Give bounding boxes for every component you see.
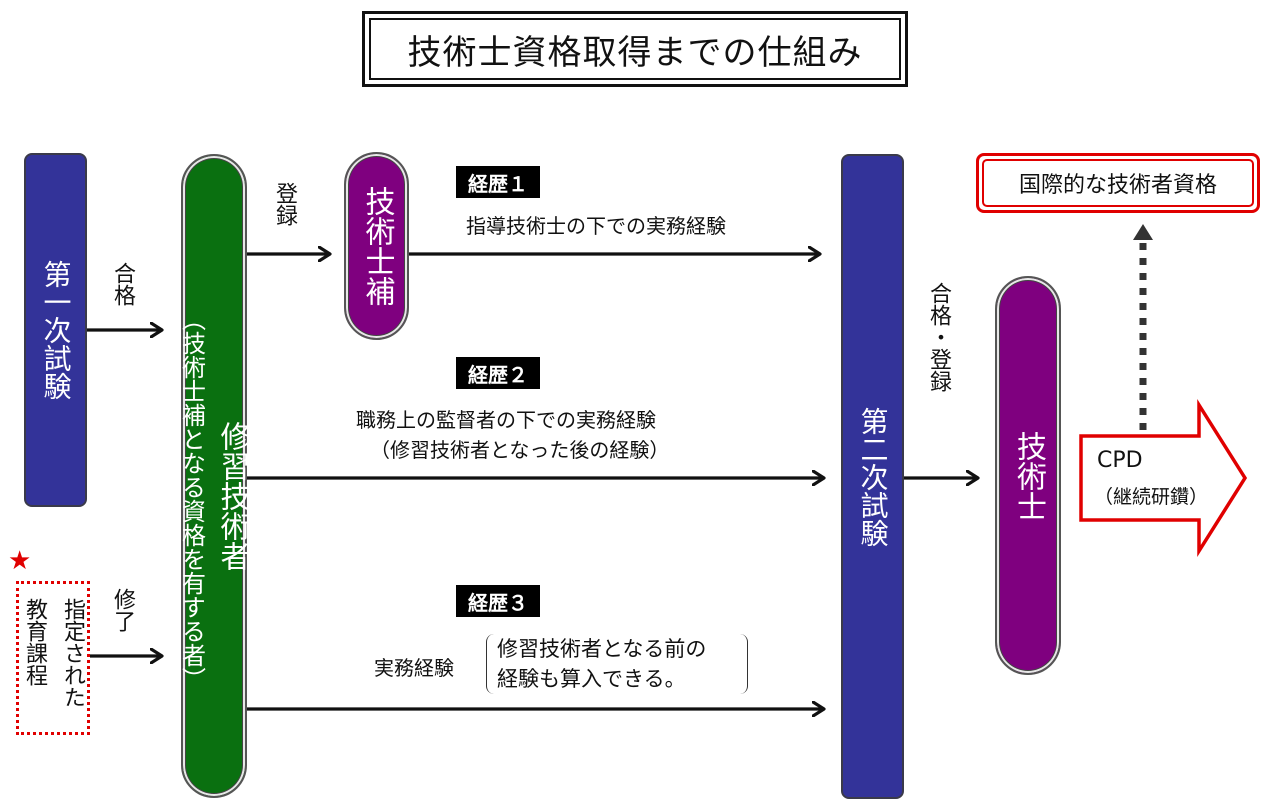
professional-engineer-node: 技術士 [995, 276, 1061, 675]
pass-register-label: 合格・登録 [926, 282, 951, 392]
international-qualification-node: 国際的な技術者資格 [976, 153, 1260, 213]
trainee-sublabel: （技術士補となる資格を有する者） [177, 307, 206, 691]
title-frame: 技術士資格取得までの仕組み [362, 11, 908, 87]
career-3-note-line2: 経験も算入できる。 [497, 667, 686, 691]
page-title: 技術士資格取得までの仕組み [369, 18, 901, 80]
cpd-arrow-shape [1079, 398, 1248, 558]
career-2-description: 職務上の監督者の下での実務経験 [356, 408, 656, 432]
first-exam-node: 第一次試験 [24, 153, 87, 507]
star-icon: ★ [8, 546, 32, 576]
cpd-title: CPD [1097, 448, 1143, 473]
career-1-description: 指導技術士の下での実務経験 [466, 214, 726, 238]
second-exam-node: 第二次試験 [841, 154, 904, 799]
register-label: 登録 [272, 182, 297, 226]
career-2-note: （修習技術者となった後の経験） [370, 438, 670, 462]
cpd-subtitle: （継続研鑽） [1094, 486, 1209, 508]
career-2-badge: 経歴２ [456, 357, 540, 389]
education-label-col1: 指定された [60, 598, 85, 708]
second-exam-label: 第二次試験 [856, 406, 890, 547]
assistant-engineer-label: 技術士補 [359, 186, 395, 306]
career-3-note-line1: 修習技術者となる前の [497, 637, 707, 661]
trainee-label: 修習技術者 [214, 421, 250, 571]
trainee-node: 修習技術者 （技術士補となる資格を有する者） [178, 154, 250, 798]
career-1-badge: 経歴１ [456, 166, 540, 198]
complete-label: 修了 [110, 588, 135, 632]
first-exam-label: 第一次試験 [39, 260, 73, 400]
career-3-note-bracket: 修習技術者となる前の 経験も算入できる。 [486, 634, 748, 694]
professional-engineer-label: 技術士 [1011, 430, 1046, 521]
career-3-description: 実務経験 [374, 656, 454, 680]
assistant-engineer-node: 技術士補 [344, 152, 409, 340]
designated-education-node: 指定された 教育課程 [16, 581, 90, 735]
international-qualification-label: 国際的な技術者資格 [982, 159, 1254, 207]
education-label-col2: 教育課程 [22, 598, 47, 686]
pass-label: 合格 [110, 262, 135, 306]
career-3-badge: 経歴３ [456, 585, 540, 617]
